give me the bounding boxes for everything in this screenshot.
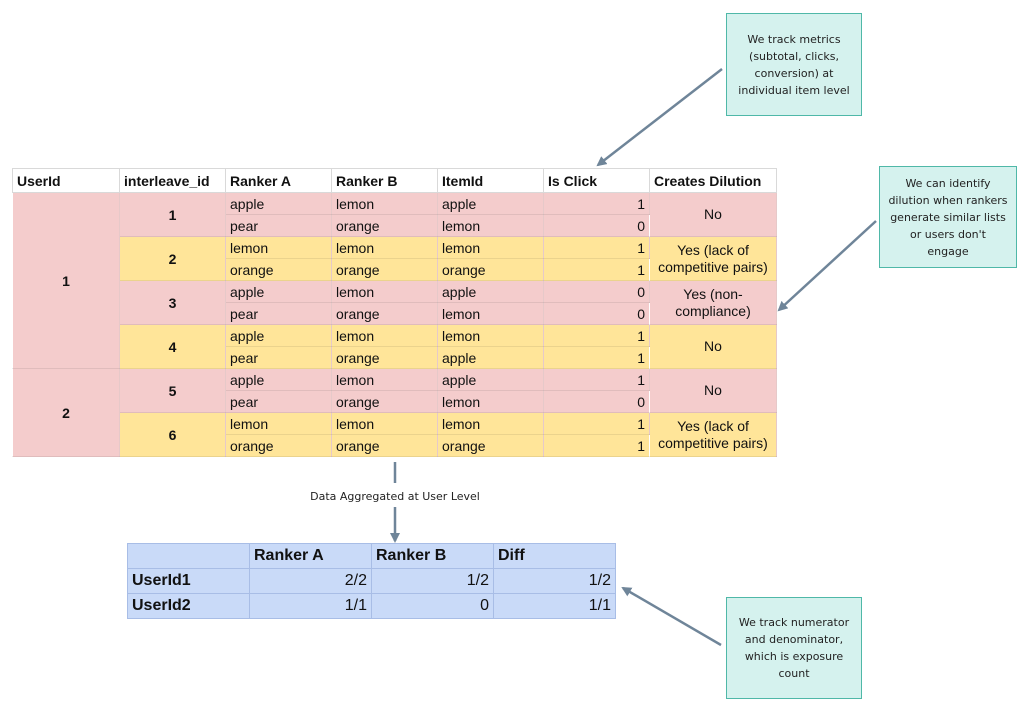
cell-ranker-a: apple: [225, 192, 332, 215]
cell-ranker-a: pear: [225, 346, 332, 369]
cell-interleave-id: 2: [119, 236, 226, 281]
cell-creates-dilution: No: [649, 324, 777, 369]
summary-ranker-a-value: 1/1: [249, 593, 372, 619]
cell-is-click: 1: [543, 192, 650, 215]
cell-interleave-id: 6: [119, 412, 226, 457]
cell-ranker-b: lemon: [331, 280, 438, 303]
summary-header-blank: [127, 543, 250, 569]
cell-ranker-a: apple: [225, 368, 332, 391]
summary-header-row: Ranker A Ranker B Diff: [127, 543, 616, 569]
header-itemid: ItemId: [437, 168, 544, 193]
user-summary-table: Ranker A Ranker B Diff UserId1 2/2 1/2 1…: [127, 543, 616, 619]
note-dilution-text: We can identify dilution when rankers ge…: [888, 176, 1008, 258]
cell-ranker-a: orange: [225, 434, 332, 457]
summary-ranker-b-value: 0: [371, 593, 494, 619]
header-creates-dilution: Creates Dilution: [649, 168, 777, 193]
cell-interleave-id: 5: [119, 368, 226, 413]
cell-ranker-b: orange: [331, 302, 438, 325]
cell-ranker-b: orange: [331, 434, 438, 457]
aggregation-label: Data Aggregated at User Level: [310, 490, 480, 503]
cell-itemid: orange: [437, 434, 544, 457]
cell-ranker-b: lemon: [331, 324, 438, 347]
cell-ranker-b: lemon: [331, 368, 438, 391]
cell-ranker-b: orange: [331, 390, 438, 413]
note-numerator-text: We track numerator and denominator, whic…: [738, 616, 850, 680]
cell-interleave-id: 3: [119, 280, 226, 325]
cell-creates-dilution: Yes (non-compliance): [649, 280, 777, 325]
summary-header-diff: Diff: [493, 543, 616, 569]
cell-ranker-a: apple: [225, 280, 332, 303]
cell-userid: 2: [12, 368, 120, 457]
header-is-click: Is Click: [543, 168, 650, 193]
cell-itemid: orange: [437, 258, 544, 281]
header-ranker-b: Ranker B: [331, 168, 438, 193]
summary-user-label: UserId2: [127, 593, 250, 619]
cell-ranker-b: orange: [331, 346, 438, 369]
summary-diff-value: 1/1: [493, 593, 616, 619]
cell-interleave-id: 4: [119, 324, 226, 369]
note-dilution: We can identify dilution when rankers ge…: [879, 166, 1017, 268]
cell-is-click: 1: [543, 346, 650, 369]
summary-user-label: UserId1: [127, 568, 250, 594]
cell-ranker-a: apple: [225, 324, 332, 347]
cell-ranker-b: orange: [331, 214, 438, 237]
cell-creates-dilution: No: [649, 192, 777, 237]
header-userid: UserId: [12, 168, 120, 193]
arrow-dilution-note: [777, 220, 877, 312]
cell-ranker-b: lemon: [331, 412, 438, 435]
cell-creates-dilution: Yes (lack of competitive pairs): [649, 412, 777, 457]
cell-is-click: 1: [543, 258, 650, 281]
cell-itemid: lemon: [437, 302, 544, 325]
summary-header-ranker-a: Ranker A: [249, 543, 372, 569]
cell-userid: 1: [12, 192, 120, 369]
interleave-data-table: UserId interleave_id Ranker A Ranker B I…: [12, 168, 777, 457]
cell-ranker-a: lemon: [225, 236, 332, 259]
summary-ranker-b-value: 1/2: [371, 568, 494, 594]
cell-is-click: 1: [543, 412, 650, 435]
cell-itemid: lemon: [437, 412, 544, 435]
cell-itemid: apple: [437, 368, 544, 391]
cell-is-click: 0: [543, 280, 650, 303]
summary-header-ranker-b: Ranker B: [371, 543, 494, 569]
cell-itemid: apple: [437, 346, 544, 369]
note-numerator-denominator: We track numerator and denominator, whic…: [726, 597, 862, 699]
cell-is-click: 0: [543, 302, 650, 325]
cell-ranker-b: lemon: [331, 236, 438, 259]
cell-ranker-b: lemon: [331, 192, 438, 215]
cell-ranker-a: pear: [225, 214, 332, 237]
summary-diff-value: 1/2: [493, 568, 616, 594]
cell-itemid: lemon: [437, 214, 544, 237]
note-item-metrics-text: We track metrics (subtotal, clicks, conv…: [738, 32, 850, 97]
summary-row: UserId2 1/1 0 1/1: [127, 593, 616, 619]
arrow-metrics-note: [596, 68, 723, 167]
cell-itemid: lemon: [437, 324, 544, 347]
arrow-numerator-note: [621, 586, 722, 647]
summary-row: UserId1 2/2 1/2 1/2: [127, 568, 616, 594]
cell-is-click: 1: [543, 324, 650, 347]
summary-ranker-a-value: 2/2: [249, 568, 372, 594]
cell-creates-dilution: No: [649, 368, 777, 413]
cell-ranker-a: pear: [225, 302, 332, 325]
cell-ranker-a: lemon: [225, 412, 332, 435]
cell-itemid: lemon: [437, 390, 544, 413]
table-header-row: UserId interleave_id Ranker A Ranker B I…: [12, 168, 777, 193]
cell-is-click: 0: [543, 390, 650, 413]
cell-is-click: 1: [543, 434, 650, 457]
note-item-metrics: We track metrics (subtotal, clicks, conv…: [726, 13, 862, 116]
